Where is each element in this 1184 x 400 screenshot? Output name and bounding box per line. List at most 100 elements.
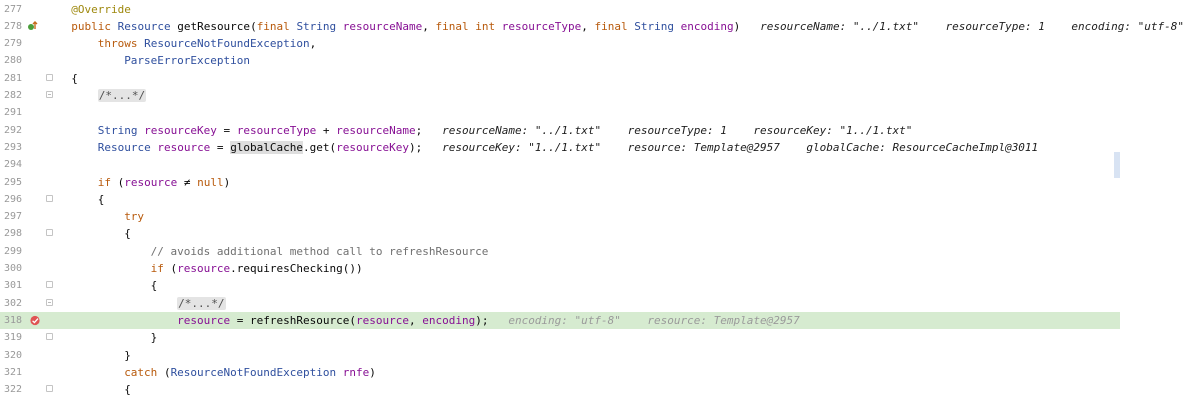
code-token: } [124, 348, 131, 362]
code-text[interactable]: try [124, 208, 144, 225]
code-text[interactable]: { [151, 277, 158, 294]
code-token: Resource [117, 19, 178, 33]
code-line[interactable]: 319} [0, 329, 1120, 346]
code-text[interactable]: { [124, 225, 131, 242]
code-line[interactable]: 293 Resource resource = globalCache.get(r… [0, 139, 1120, 156]
code-text[interactable]: // avoids additional method call to refr… [151, 243, 489, 260]
line-number[interactable]: 300 [4, 263, 23, 274]
code-text[interactable]: Resource resource = globalCache.get(reso… [98, 139, 1038, 156]
code-text[interactable]: ParseErrorException [124, 52, 250, 69]
code-text[interactable]: if (resource.requiresChecking()) [151, 260, 363, 277]
code-token: resource [177, 313, 231, 327]
code-text[interactable]: String resourceKey = resourceType + reso… [98, 122, 913, 139]
line-number[interactable]: 321 [4, 366, 23, 378]
code-token: if [150, 262, 171, 275]
code-line[interactable]: 302 /*...*/ [0, 295, 1120, 312]
code-line[interactable]: 280 ParseErrorException [0, 52, 1120, 69]
code-text[interactable]: /*...*/ [97, 87, 147, 104]
code-line[interactable]: 292 String resourceKey = resourceType + r… [0, 122, 1120, 139]
line-number[interactable]: 281 [4, 72, 23, 84]
code-line[interactable]: 294 [0, 156, 1120, 173]
line-number[interactable]: 277 [4, 3, 23, 15]
line-number[interactable]: 320 [4, 349, 23, 361]
scrollbar-thumb[interactable] [1114, 152, 1120, 178]
line-number[interactable]: 282 [4, 90, 23, 101]
line-number[interactable]: 297 [4, 211, 23, 223]
line-number[interactable]: 319 [4, 332, 23, 344]
override-implementation-icon[interactable] [27, 18, 39, 35]
fold-collapse-icon[interactable] [46, 281, 53, 289]
code-text[interactable]: { [71, 70, 78, 87]
code-line[interactable]: 277 @Override [0, 1, 1120, 18]
line-number[interactable]: 299 [4, 245, 23, 257]
code-text[interactable]: } [124, 347, 131, 364]
code-text[interactable]: { [124, 381, 131, 398]
fold-collapse-icon[interactable] [46, 229, 53, 237]
fold-collapse-icon[interactable] [46, 333, 53, 341]
folded-code-block[interactable]: /*...*/ [97, 89, 147, 102]
code-token: final [435, 19, 476, 33]
code-token: ); [409, 140, 423, 154]
code-token: catch [124, 365, 164, 379]
code-line[interactable]: 299 // avoids additional method call to r… [0, 243, 1120, 260]
code-text[interactable]: catch (ResourceNotFoundException rnfe) [124, 364, 376, 381]
code-line[interactable]: 291 [0, 104, 1120, 121]
code-text[interactable]: /*...*/ [177, 295, 226, 312]
code-token: throws [97, 37, 145, 51]
code-token: ( [349, 313, 356, 327]
line-number[interactable]: 322 [4, 384, 23, 396]
code-line[interactable]: 321 catch (ResourceNotFoundException rnfe… [0, 364, 1120, 381]
code-line[interactable]: 298 { [0, 225, 1120, 242]
code-token: , [422, 19, 436, 33]
code-token: { [71, 71, 78, 85]
line-number[interactable]: 302 [4, 297, 23, 309]
code-text[interactable]: } [151, 329, 158, 346]
code-text[interactable]: public Resource getResource(final String… [71, 18, 1184, 35]
code-token: ResourceNotFoundException [144, 37, 310, 51]
code-line[interactable]: 295 if (resource ≠ null) [0, 174, 1120, 191]
line-number[interactable]: 293 [4, 141, 23, 153]
breakpoint-icon[interactable] [29, 312, 42, 329]
line-number[interactable]: 278 [4, 20, 23, 32]
code-line[interactable]: 279 throws ResourceNotFoundException, [0, 35, 1120, 52]
code-text[interactable]: resource = refreshResource(resource, enc… [177, 312, 800, 329]
line-number[interactable]: 301 [4, 280, 23, 292]
code-token: ); [475, 313, 489, 327]
line-number[interactable]: 292 [4, 124, 23, 136]
fold-expand-icon[interactable] [46, 298, 53, 306]
line-number[interactable]: 280 [4, 55, 23, 67]
code-line[interactable]: 297 try [0, 208, 1120, 225]
code-line[interactable]: 296 { [0, 191, 1120, 208]
fold-collapse-icon[interactable] [46, 194, 53, 202]
line-number[interactable]: 295 [4, 176, 23, 188]
code-token: null [197, 175, 224, 189]
code-line[interactable]: 322 { [0, 381, 1120, 398]
code-line[interactable]: 320} [0, 347, 1120, 364]
line-number[interactable]: 318 [4, 314, 23, 326]
line-number[interactable]: 291 [4, 107, 23, 119]
code-token: globalCache [230, 140, 304, 154]
code-line[interactable]: 300 if (resource.requiresChecking()) [0, 260, 1120, 277]
fold-collapse-icon[interactable] [46, 73, 53, 81]
code-text[interactable]: { [98, 191, 105, 208]
code-line[interactable]: 278 public Resource getResource(final Str… [0, 18, 1184, 35]
fold-collapse-icon[interactable] [46, 385, 53, 393]
folded-code-block[interactable]: /*...*/ [177, 296, 226, 310]
code-line[interactable]: 301 { [0, 277, 1120, 294]
line-number[interactable]: 279 [4, 38, 23, 50]
code-line[interactable]: 281 { [0, 70, 1120, 87]
code-text[interactable]: throws ResourceNotFoundException, [98, 35, 317, 52]
inline-debug-value: resourceName: "../1.txt" resourceType: 1… [740, 19, 1184, 33]
line-number[interactable]: 294 [4, 159, 23, 171]
fold-expand-icon[interactable] [46, 91, 53, 98]
code-token: resource [177, 262, 231, 275]
line-number[interactable]: 298 [4, 228, 23, 240]
code-text[interactable]: @Override [71, 1, 131, 18]
code-text[interactable]: if (resource ≠ null) [98, 174, 230, 191]
inline-debug-value: resourceKey: "1../1.txt" resource: Templ… [422, 140, 1039, 154]
code-line[interactable]: 282 /*...*/ [0, 87, 1120, 104]
code-token: resourceName [342, 19, 423, 33]
line-number[interactable]: 296 [4, 193, 23, 205]
